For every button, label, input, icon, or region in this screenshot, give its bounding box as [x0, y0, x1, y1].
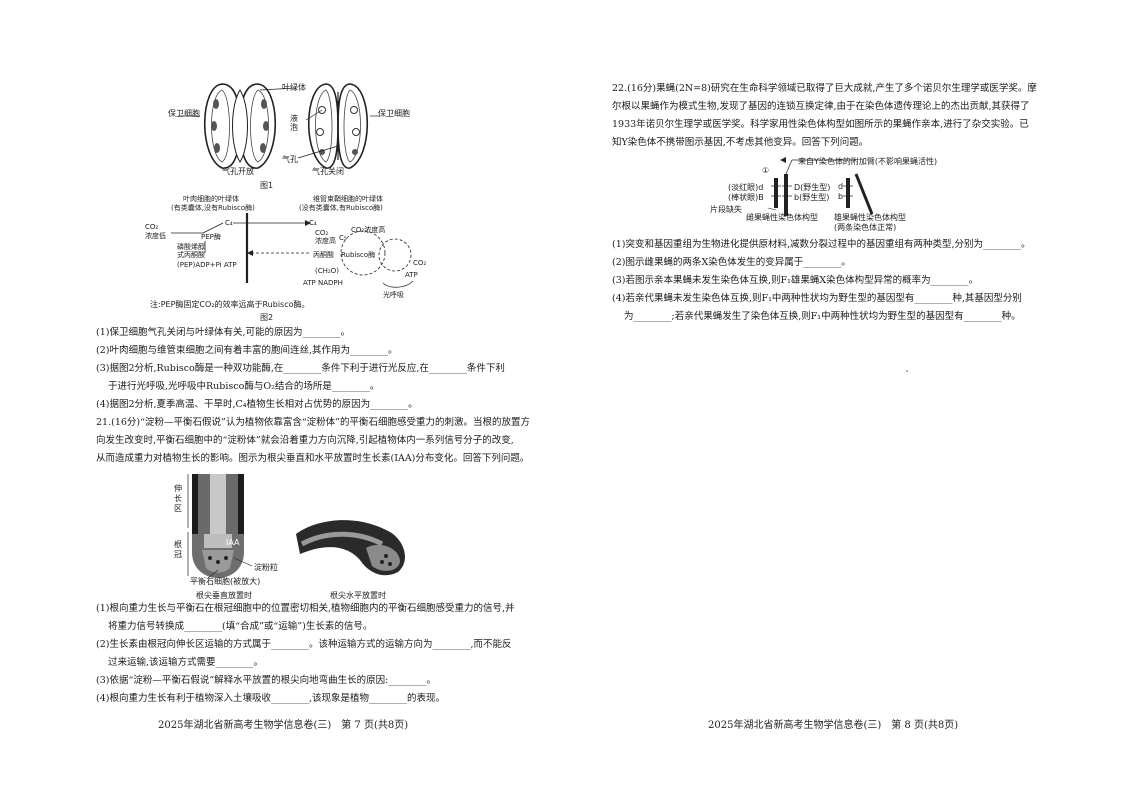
- svg-text:C₄: C₄: [225, 219, 233, 227]
- q22-stem-line4: 知Y染色体不携带图示基因,不考虑其他变异。回答下列问题。: [612, 137, 869, 148]
- svg-text:(没有类囊体,有Rubisco酶): (没有类囊体,有Rubisco酶): [299, 203, 383, 212]
- q20-part1: (1)保卫细胞气孔关闭与叶绿体有关,可能的原因为________。: [96, 327, 350, 338]
- svg-text:CO₂浓度高: CO₂浓度高: [351, 225, 385, 234]
- label-statocyte: 平衡石细胞(被放大): [190, 577, 261, 586]
- open-stoma-diagram: [204, 83, 276, 169]
- figure-2-caption: 图2: [260, 313, 274, 322]
- page-footer-right: 2025年湖北省新高考生物学信息卷(三) 第 8 页(共8页): [708, 720, 959, 731]
- label-guard-cell-right: 保卫细胞: [378, 109, 410, 118]
- label-chloroplast: 叶绿体: [282, 83, 306, 92]
- q22-stem-line1: 22.(16分)果蝇(2N=8)研究在生命科学领域已取得了巨大成就,产生了多个诺…: [612, 83, 1037, 94]
- q21-part3: (3)依据“淀粉—平衡石假说”解释水平放置的根尖向地弯曲生长的原因:______…: [96, 675, 436, 686]
- svg-text:C₄: C₄: [309, 219, 317, 227]
- svg-text:式丙酮酸: 式丙酮酸: [177, 250, 205, 259]
- svg-text:叶肉细胞的叶绿体: 叶肉细胞的叶绿体: [183, 194, 239, 203]
- label-stoma: 气孔: [282, 155, 298, 164]
- svg-text:磷酸烯醇: 磷酸烯醇: [177, 242, 205, 251]
- label-attached-y-arm: 来自Y染色体的附加臂(不影响果蝇活性): [798, 157, 938, 166]
- label-elongation-zone: 伸长区: [174, 484, 182, 513]
- figure-2-note: 注:PEP酶固定CO₂的效率远高于Rubisco酶。: [150, 300, 310, 309]
- svg-text:浓度低: 浓度低: [145, 231, 166, 240]
- label-iaa: IAA: [226, 538, 240, 547]
- figure-1-caption: 图1: [260, 181, 274, 190]
- svg-text:ATP: ATP: [405, 271, 418, 279]
- q22-part4-cont: 为________;若亲代果蝇发生了染色体互换,则F₁中两种性状均为野生型的基因…: [624, 311, 1021, 322]
- svg-text:CO₂: CO₂: [145, 223, 158, 231]
- label-light-red-eye: (淡红眼)d: [728, 183, 764, 192]
- q20-part4: (4)据图2分析,夏季高温、干旱时,C₄植物生长相对占优势的原因为_______…: [96, 399, 418, 410]
- q21-stem-line2: 向发生改变时,平衡石细胞中的“淀粉体”就会沿着重力方向沉降,引起植物体内一系列信…: [96, 435, 514, 446]
- svg-text:ATP NADPH: ATP NADPH: [303, 279, 343, 287]
- male-x-y-chromosomes: [843, 173, 874, 215]
- svg-text:(CH₂O): (CH₂O): [315, 267, 339, 275]
- q21-stem-line1: 21.(16分)“淀粉—平衡石假说”认为植物依靠富含“淀粉体”的平衡石细胞感受重…: [96, 417, 531, 428]
- horizontal-root-diagram: [296, 520, 405, 576]
- closed-stoma-diagram: [308, 83, 368, 169]
- svg-text:PEP酶: PEP酶: [201, 232, 221, 241]
- svg-text:浓度高: 浓度高: [315, 236, 336, 245]
- figure-2-c4-pathway: 叶肉细胞的叶绿体 (有类囊体,没有Rubisco酶) 维管束鞘细胞的叶绿体 (没…: [143, 193, 443, 301]
- q21-part2-cont: 过来运输,该运输方式需要________。: [108, 657, 264, 668]
- label-male-b: b: [838, 192, 844, 201]
- scan-speck: [906, 370, 908, 372]
- q22-part4: (4)若亲代果蝇未发生染色体互换,则F₁中两种性状均为野生型的基因型有_____…: [612, 293, 1022, 304]
- label-vacuole: 液泡: [290, 114, 298, 132]
- svg-text:光呼吸: 光呼吸: [383, 290, 404, 299]
- page-footer-left: 2025年湖北省新高考生物学信息卷(三) 第 7 页(共8页): [158, 720, 409, 731]
- label-male-config-sub: (两条染色体正常): [834, 223, 897, 232]
- svg-text:Rubisco酶: Rubisco酶: [341, 250, 375, 259]
- label-guard-cell-left: 保卫细胞: [168, 109, 200, 118]
- label-starch-grain: 淀粉粒: [254, 563, 278, 572]
- svg-text:丙酮酸: 丙酮酸: [313, 250, 334, 259]
- svg-text:维管束鞘细胞的叶绿体: 维管束鞘细胞的叶绿体: [313, 194, 383, 203]
- vertical-root-diagram: [187, 474, 253, 579]
- label-bar-eye: (棒状眼)B: [728, 193, 764, 202]
- left-page: 保卫细胞 保卫细胞 叶绿体 液泡 气孔 气孔开放 气孔关闭 图1 叶肉细胞的叶绿…: [0, 0, 560, 800]
- label-circle-1: ①: [762, 166, 770, 175]
- label-segment-deletion: 片段缺失: [710, 205, 742, 214]
- label-root-cap: 根冠: [174, 540, 182, 559]
- q20-part3: (3)据图2分析,Rubisco酶是一种双功能酶,在________条件下利于进…: [96, 363, 505, 374]
- q21-part1: (1)根向重力生长与平衡石在根冠细胞中的位置密切相关,植物细胞内的平衡石细胞感受…: [96, 603, 515, 614]
- label-stoma-open: 气孔开放: [222, 167, 254, 176]
- label-d-wild-type: D(野生型): [794, 183, 831, 192]
- figure-4-sex-chromosomes: 来自Y染色体的附加臂(不影响果蝇活性) ① (淡红眼)d (棒状眼)B D(野生…: [710, 150, 976, 234]
- svg-text:CO₂: CO₂: [315, 229, 328, 237]
- q21-part1-cont: 将重力信号转换成________(填“合成”或“运输”)生长素的信号。: [108, 621, 373, 632]
- svg-text:(有类囊体,没有Rubisco酶): (有类囊体,没有Rubisco酶): [171, 203, 255, 212]
- q20-part2: (2)叶肉细胞与维管束细胞之间有着丰富的胞间连丝,其作用为________。: [96, 345, 398, 356]
- label-male-config: 雄果蝇性染色体构型: [834, 213, 906, 222]
- svg-text:C₅: C₅: [339, 234, 347, 242]
- svg-text:CO₂: CO₂: [413, 259, 426, 267]
- q21-part2: (2)生长素由根冠向伸长区运输的方式属于________。该种运输方式的运输方向…: [96, 639, 512, 650]
- label-stoma-closed: 气孔关闭: [312, 167, 344, 176]
- q22-stem-line3: 1933年诺贝尔生理学或医学奖。科学家用性染色体构型如图所示的果蝇作亲本,进行了…: [612, 119, 1029, 130]
- figure-1-stomata: 保卫细胞 保卫细胞 叶绿体 液泡 气孔 气孔开放 气孔关闭: [168, 76, 420, 178]
- svg-text:(PEP)ADP+Pi ATP: (PEP)ADP+Pi ATP: [177, 261, 237, 269]
- right-page: 22.(16分)果蝇(2N=8)研究在生命科学领域已取得了巨大成就,产生了多个诺…: [566, 0, 1126, 800]
- q22-part2: (2)图示雌果蝇的两条X染色体发生的变异属于________。: [612, 257, 851, 268]
- q20-part3-cont: 于进行光呼吸,光呼吸中Rubisco酶与O₂结合的场所是________。: [108, 381, 380, 392]
- q21-stem-line3: 从而造成重力对植物生长的影响。图示为根尖垂直和水平放置时生长素(IAA)分布变化…: [96, 453, 530, 464]
- q22-stem-line2: 尔根以果蝇作为模式生物,发现了基因的连锁互换定律,由于在染色体遗传理论上的杰出贡…: [612, 101, 1030, 112]
- label-male-d: d: [838, 182, 844, 191]
- q21-part4: (4)根向重力生长有利于植物深入土壤吸收________,该现象是植物_____…: [96, 693, 445, 704]
- label-vertical-placement: 根尖垂直放置时: [196, 591, 252, 600]
- label-b-wild-type: b(野生型): [794, 193, 830, 202]
- q22-part1: (1)突变和基因重组为生物进化提供原材料,减数分裂过程中的基因重组有两种类型,分…: [612, 239, 1031, 250]
- q22-part3: (3)若图示亲本果蝇未发生染色体互换,则F₁雄果蝇X染色体构型异常的概率为___…: [612, 275, 979, 286]
- figure-3-root-tip: 伸长区 根冠 IAA 淀粉粒 平衡石细胞(被放大): [168, 474, 418, 594]
- female-x-chromosomes: [767, 174, 792, 216]
- label-female-config: 雌果蝇性染色体构型: [746, 213, 818, 222]
- label-horizontal-placement: 根尖水平放置时: [330, 591, 386, 600]
